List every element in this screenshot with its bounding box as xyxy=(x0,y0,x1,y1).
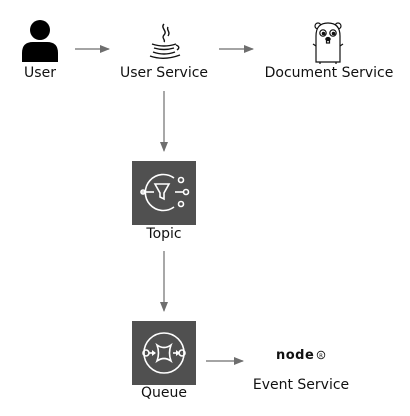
queue-label: Queue xyxy=(141,385,187,401)
java-icon xyxy=(149,23,181,59)
topic-label: Topic xyxy=(146,226,182,242)
edges xyxy=(75,45,254,365)
document-service-label: Document Service xyxy=(264,65,394,81)
sqs-queue-icon xyxy=(132,321,196,385)
go-gopher-icon xyxy=(312,22,344,64)
user-icon xyxy=(22,20,58,62)
event-service-label: Event Service xyxy=(252,377,350,393)
nodejs-logo-text: node xyxy=(276,348,314,363)
user-label: User xyxy=(24,65,56,81)
svg-text:R: R xyxy=(319,353,323,359)
nodejs-icon: node R xyxy=(276,348,326,363)
sns-topic-icon xyxy=(132,161,196,225)
user-service-label: User Service xyxy=(119,65,209,81)
